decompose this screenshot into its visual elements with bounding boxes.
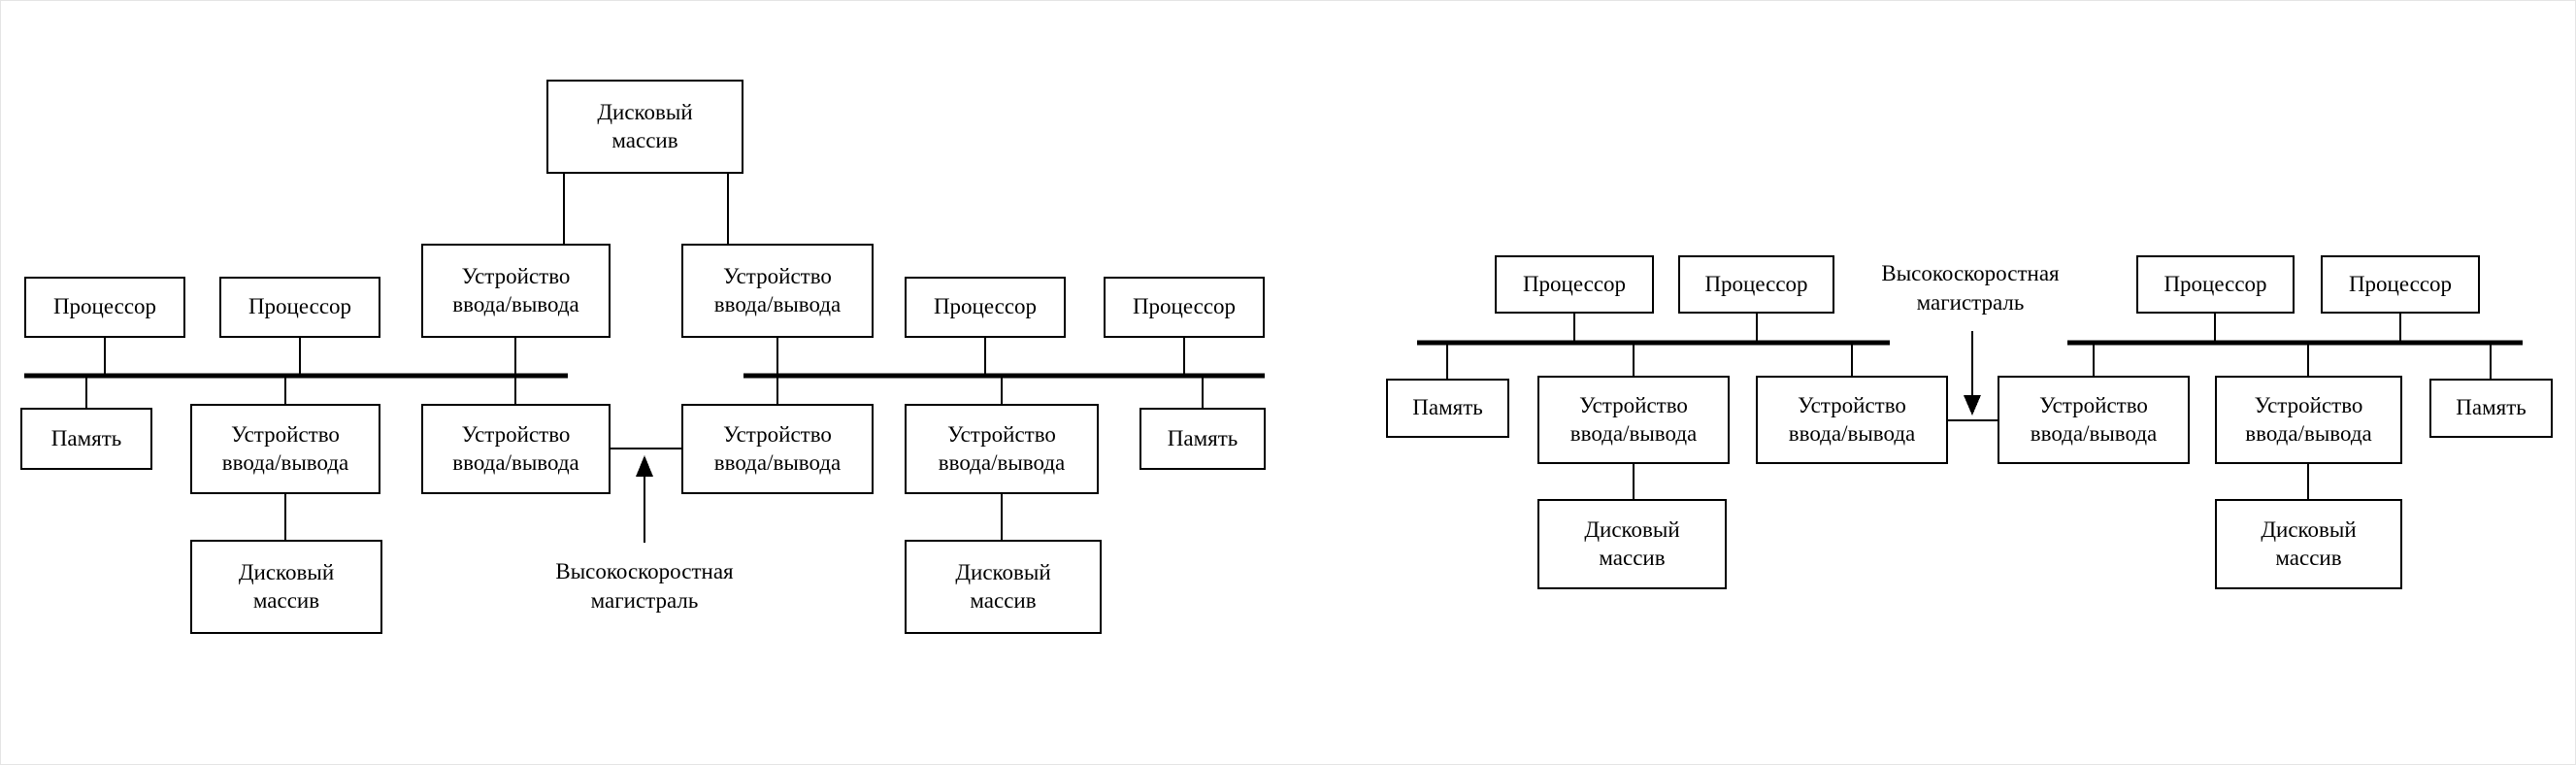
io-device-box: Устройство ввода/вывода: [421, 404, 611, 494]
processor-box: Процессор: [219, 277, 380, 338]
io-device-box: Устройство ввода/вывода: [1756, 376, 1948, 464]
processor-box: Процессор: [1104, 277, 1265, 338]
processor-box: Процессор: [2321, 255, 2480, 314]
io-device-box: Устройство ввода/вывода: [421, 244, 611, 338]
io-device-box: Устройство ввода/вывода: [190, 404, 380, 494]
processor-box: Процессор: [905, 277, 1066, 338]
io-device-box: Устройство ввода/вывода: [681, 244, 874, 338]
io-device-box: Устройство ввода/вывода: [681, 404, 874, 494]
processor-box: Процессор: [1678, 255, 1834, 314]
memory-box: Память: [2429, 379, 2553, 438]
io-device-box: Устройство ввода/вывода: [1537, 376, 1730, 464]
processor-box: Процессор: [2136, 255, 2295, 314]
io-device-box: Устройство ввода/вывода: [905, 404, 1099, 494]
io-device-box: Устройство ввода/вывода: [1998, 376, 2190, 464]
disk-array-box: Дисковый массив: [546, 80, 743, 174]
memory-box: Память: [1139, 408, 1266, 470]
processor-box: Процессор: [1495, 255, 1654, 314]
disk-array-box: Дисковый массив: [1537, 499, 1727, 589]
arrow-up-icon: [636, 455, 653, 477]
arrow-down-icon: [1964, 395, 1981, 416]
disk-array-box: Дисковый массив: [905, 540, 1102, 634]
io-device-box: Устройство ввода/вывода: [2215, 376, 2402, 464]
bus-label: Высокоскоростная магистраль: [555, 559, 734, 613]
disk-array-box: Дисковый массив: [190, 540, 382, 634]
memory-box: Память: [20, 408, 152, 470]
processor-box: Процессор: [24, 277, 185, 338]
bus-label: Высокоскоростная магистраль: [1881, 261, 2060, 315]
disk-array-box: Дисковый массив: [2215, 499, 2402, 589]
memory-box: Память: [1386, 379, 1509, 438]
